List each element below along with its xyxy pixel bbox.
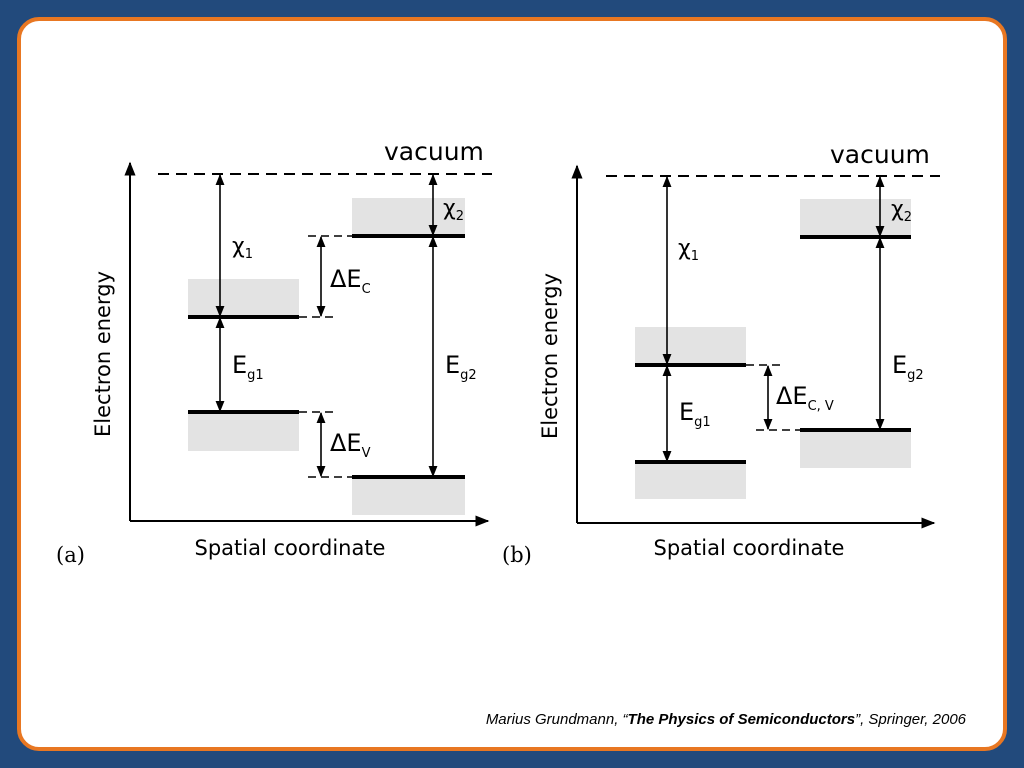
citation-title: The Physics of Semiconductors [627, 711, 856, 728]
panel-b: Electron energy Spatial coordinate (b) v… [502, 140, 940, 567]
chi1-label: χ1 [678, 236, 699, 264]
x-axis-label: Spatial coordinate [195, 536, 386, 560]
delta-ecv-label: ΔEC, V [776, 382, 834, 414]
eg2-label: Eg2 [892, 351, 924, 383]
eg1-label: Eg1 [679, 398, 711, 430]
valence-band-1 [188, 412, 299, 451]
panel-label: (a) [56, 543, 85, 567]
citation-suffix: ”, Springer, 2006 [855, 711, 966, 728]
chi2-label: χ2 [891, 197, 912, 225]
y-axis-label: Electron energy [538, 273, 562, 439]
conduction-band-1 [188, 279, 299, 317]
y-axis-label: Electron energy [91, 271, 115, 437]
panel-label: (b) [502, 543, 532, 567]
conduction-band-2 [800, 199, 911, 237]
delta-ev-label: ΔEV [330, 429, 371, 461]
vacuum-label: vacuum [384, 137, 484, 166]
eg1-label: Eg1 [232, 351, 264, 383]
conduction-band-1 [635, 327, 746, 365]
citation-prefix: Marius Grundmann, “ [485, 711, 628, 728]
chi2-label: χ2 [443, 196, 464, 224]
slide-frame [17, 17, 1007, 751]
eg2-label: Eg2 [445, 351, 477, 383]
valence-band-2 [352, 477, 465, 515]
valence-band-2 [800, 430, 911, 468]
delta-ec-label: ΔEC [330, 265, 371, 297]
panel-a: Electron energy Spatial coordinate (a) v… [56, 137, 492, 567]
valence-band-1 [635, 462, 746, 499]
conduction-band-2 [352, 198, 465, 236]
chi1-label: χ1 [232, 234, 253, 262]
vacuum-label: vacuum [830, 140, 930, 169]
citation: Marius Grundmann, “The Physics of Semico… [486, 711, 966, 728]
x-axis-label: Spatial coordinate [654, 536, 845, 560]
